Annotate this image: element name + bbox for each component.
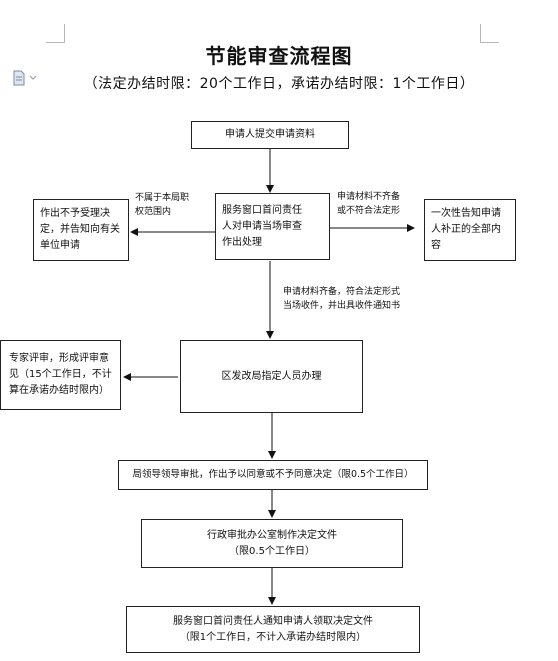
edge-label-complete: 申请材料齐备，符合法定形式 当场收件，并出具收件通知书 bbox=[283, 287, 401, 311]
edge-label-out-of-scope: 不属于本局职 权范围内 bbox=[135, 193, 190, 217]
page-corner-mark bbox=[480, 24, 499, 43]
page-title: 节能审查流程图 bbox=[205, 44, 353, 68]
node-label: 局领导领导审批，作出予以同意或不予同意决定（限0.5个工作日） bbox=[132, 469, 414, 480]
document-icon[interactable] bbox=[12, 70, 38, 86]
node-handler: 区发改局指定人员办理 bbox=[180, 340, 363, 413]
node-label: 专家评审，形成评审意 见（15个工作日，不计 算在承诺办结时限内） bbox=[9, 353, 112, 396]
node-label: 申请人提交申请资料 bbox=[225, 129, 315, 140]
node-supplement: 一次性告知申请 人补正的全部内 容 bbox=[424, 199, 516, 261]
node-label: 区发改局指定人员办理 bbox=[221, 370, 322, 382]
edge-label-incomplete: 申请材料不齐备 或不符合法定形 bbox=[337, 192, 401, 216]
node-submit-materials: 申请人提交申请资料 bbox=[191, 121, 349, 149]
node-office-document: 行政审批办公室制作决定文件 （限0.5个工作日） bbox=[141, 519, 403, 568]
node-notify-applicant: 服务窗口首问责任人通知申请人领取决定文件 （限1个工作日，不计入承诺办结时限内） bbox=[126, 606, 420, 653]
node-label: 服务窗口首问责任 人对申请当场审查 作出处理 bbox=[222, 204, 302, 248]
node-label: 服务窗口首问责任人通知申请人领取决定文件 （限1个工作日，不计入承诺办结时限内） bbox=[173, 615, 373, 643]
node-label: 行政审批办公室制作决定文件 （限0.5个工作日） bbox=[207, 529, 337, 557]
page-corner-mark bbox=[46, 24, 65, 43]
page-subtitle: （法定办结时限：20个工作日，承诺办结时限：1个工作日） bbox=[83, 76, 475, 92]
node-expert-review: 专家评审，形成评审意 见（15个工作日，不计 算在承诺办结时限内） bbox=[0, 340, 121, 410]
node-leader-approval: 局领导领导审批，作出予以同意或不予同意决定（限0.5个工作日） bbox=[118, 460, 428, 490]
node-reject: 作出不予受理决 定，并告知向有关 单位申请 bbox=[33, 199, 129, 261]
node-label: 一次性告知申请 人补正的全部内 容 bbox=[431, 208, 501, 251]
node-label: 作出不予受理决 定，并告知向有关 单位申请 bbox=[40, 208, 120, 251]
node-window-review: 服务窗口首问责任 人对申请当场审查 作出处理 bbox=[215, 193, 330, 260]
